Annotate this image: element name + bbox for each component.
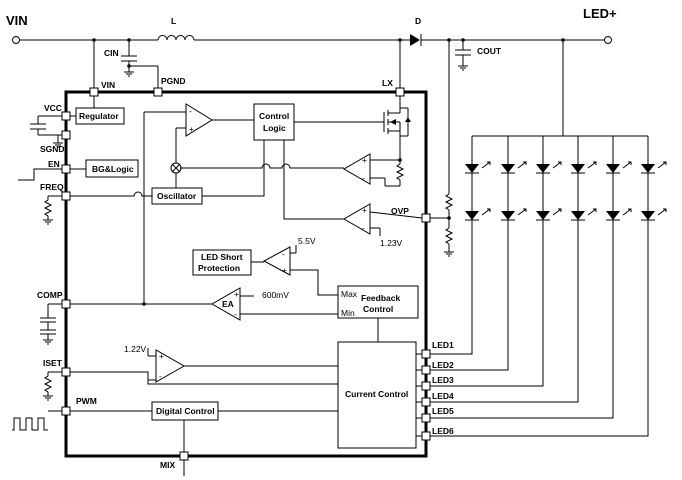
freq-resistor (43, 199, 53, 217)
pwm-comparator (185, 103, 213, 137)
svg-text:-: - (282, 249, 285, 259)
pin-led6 (421, 431, 431, 441)
pin-pgnd (153, 87, 163, 97)
error-amplifier (210, 287, 241, 321)
svg-text:-: - (362, 173, 365, 183)
pin-pwm-label: PWM (76, 396, 97, 406)
pin-freq (61, 191, 71, 201)
control-logic-label-2: Logic (263, 123, 286, 133)
pin-comp (61, 299, 71, 309)
current-sense-amp (342, 153, 371, 185)
vin-terminal (12, 36, 20, 44)
svg-text:+: + (282, 265, 287, 275)
svg-text:+: + (362, 205, 367, 215)
svg-text:+: + (159, 351, 164, 361)
led-string-2 (430, 136, 515, 371)
ovp-reference: 1.23V (380, 238, 403, 248)
iset-resistor (43, 375, 53, 393)
diode-label: D (415, 16, 421, 26)
sense-resistor (395, 163, 405, 181)
diode (410, 34, 420, 46)
led-emission-arrows (481, 161, 667, 216)
inductor-label: L (171, 16, 176, 26)
ea-reference: 600mV (262, 290, 289, 300)
pin-led4-label: LED4 (432, 391, 454, 401)
pin-sgnd (61, 130, 71, 140)
pin-lx-label: LX (382, 78, 393, 88)
pin-mix-label: MIX (160, 460, 175, 470)
ovp-resistor-top (444, 193, 454, 211)
svg-text:-: - (234, 309, 237, 319)
control-logic-label-1: Control (259, 111, 289, 121)
bg-logic-label: BG&Logic (92, 164, 134, 174)
ic-boundary (64, 90, 428, 458)
control-logic-block (253, 103, 295, 141)
pin-led6-label: LED6 (432, 426, 454, 436)
led-short-label-2: Protection (198, 263, 240, 273)
current-control-label: Current Control (345, 389, 408, 399)
pin-pwm (61, 406, 71, 416)
ovp-resistor-bottom (444, 227, 454, 245)
svg-text:+: + (362, 155, 367, 165)
current-control-block (337, 341, 417, 449)
pin-led5 (421, 413, 431, 423)
pin-led3 (421, 381, 431, 391)
svg-text:-: - (362, 223, 365, 233)
led-string-3 (430, 136, 550, 387)
pin-ovp (421, 213, 431, 223)
pin-iset-label: ISET (43, 358, 63, 368)
pin-en (61, 164, 71, 174)
svg-text:-: - (189, 106, 192, 116)
pin-led2-label: LED2 (432, 360, 454, 370)
oscillator-label: Oscillator (157, 191, 197, 201)
pin-comp-label: COMP (37, 290, 63, 300)
pin-mix (179, 451, 189, 461)
led-short-label-1: LED Short (201, 252, 243, 262)
led-string-5 (430, 136, 620, 419)
pin-led1-label: LED1 (432, 340, 454, 350)
feedback-label-1: Feedback (361, 293, 400, 303)
digital-control-label: Digital Control (156, 406, 215, 416)
pin-vcc (61, 111, 71, 121)
iset-reference: 1.22V (124, 344, 147, 354)
led-short-comparator (262, 246, 291, 276)
ovp-comparator (342, 203, 371, 235)
feedback-max-label: Max (341, 289, 358, 299)
iset-amplifier (155, 349, 186, 383)
pin-led2 (421, 365, 431, 375)
led-short-reference: 5.5V (298, 236, 316, 246)
feedback-label-2: Control (363, 304, 393, 314)
ea-label: EA (222, 299, 234, 309)
svg-text:-: - (159, 371, 162, 381)
svg-text:+: + (234, 289, 239, 299)
pin-led3-label: LED3 (432, 375, 454, 385)
pin-vin-label: VIN (101, 80, 115, 90)
pin-en-label: EN (48, 159, 60, 169)
pin-ovp-label: OVP (391, 206, 409, 216)
cin-label: CIN (104, 48, 119, 58)
pin-lx (395, 87, 405, 97)
pin-led4 (421, 397, 431, 407)
regulator-label: Regulator (79, 111, 119, 121)
led-plus-label: LED+ (583, 6, 617, 21)
led-string-1 (430, 136, 479, 355)
pin-freq-label: FREQ (40, 182, 64, 192)
feedback-min-label: Min (341, 308, 355, 318)
led-string-6 (430, 136, 655, 437)
led-string-4 (430, 136, 585, 403)
vin-terminal-label: VIN (6, 13, 28, 28)
svg-text:+: + (189, 124, 194, 134)
pwm-waveform (12, 417, 48, 431)
pin-pgnd-label: PGND (161, 76, 186, 86)
pin-iset (61, 367, 71, 377)
led-plus-terminal (604, 36, 612, 44)
pin-led1 (421, 349, 431, 359)
cout-label: COUT (477, 46, 502, 56)
pin-vcc-label: VCC (44, 103, 62, 113)
pin-sgnd-label: SGND (40, 144, 65, 154)
inductor (157, 35, 195, 41)
pin-vin (89, 87, 99, 97)
pin-led5-label: LED5 (432, 406, 454, 416)
